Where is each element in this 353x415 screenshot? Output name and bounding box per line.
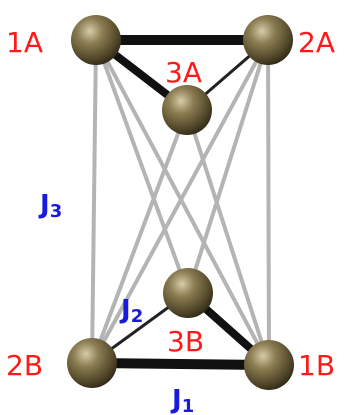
atom-2b bbox=[67, 338, 117, 388]
atoms bbox=[67, 15, 294, 390]
label-j1: J1 bbox=[170, 385, 194, 415]
bond-2b-1b bbox=[87, 358, 274, 370]
atom-1b bbox=[244, 340, 294, 390]
label-1a: 1A bbox=[6, 26, 43, 59]
bond-3a-2b bbox=[90, 108, 189, 365]
atom-2a bbox=[243, 15, 293, 65]
atom-1a bbox=[71, 15, 121, 65]
label-1b: 1B bbox=[298, 349, 335, 382]
bond-2a-1b bbox=[266, 38, 271, 367]
bond-3a-1b bbox=[185, 108, 271, 367]
j3-bonds bbox=[90, 38, 271, 367]
bond-3b-2a bbox=[186, 38, 270, 295]
label-2b: 2B bbox=[6, 349, 43, 382]
label-j3: J3 bbox=[38, 190, 62, 222]
label-2a: 2A bbox=[298, 26, 335, 59]
bond-1a-2b bbox=[90, 38, 98, 365]
site-labels: 1A 2A 3A 3B 2B 1B bbox=[6, 26, 335, 382]
label-3b: 3B bbox=[167, 325, 204, 358]
label-3a: 3A bbox=[165, 56, 202, 89]
coupling-labels: J3 J2 J1 bbox=[38, 190, 194, 415]
label-j2: J2 bbox=[119, 295, 143, 327]
bond-2a-2b bbox=[90, 38, 270, 365]
atom-3b bbox=[163, 268, 213, 318]
atom-3a bbox=[162, 85, 212, 135]
bond-1a-1b bbox=[94, 38, 271, 367]
bond-3b-1a bbox=[94, 38, 190, 295]
